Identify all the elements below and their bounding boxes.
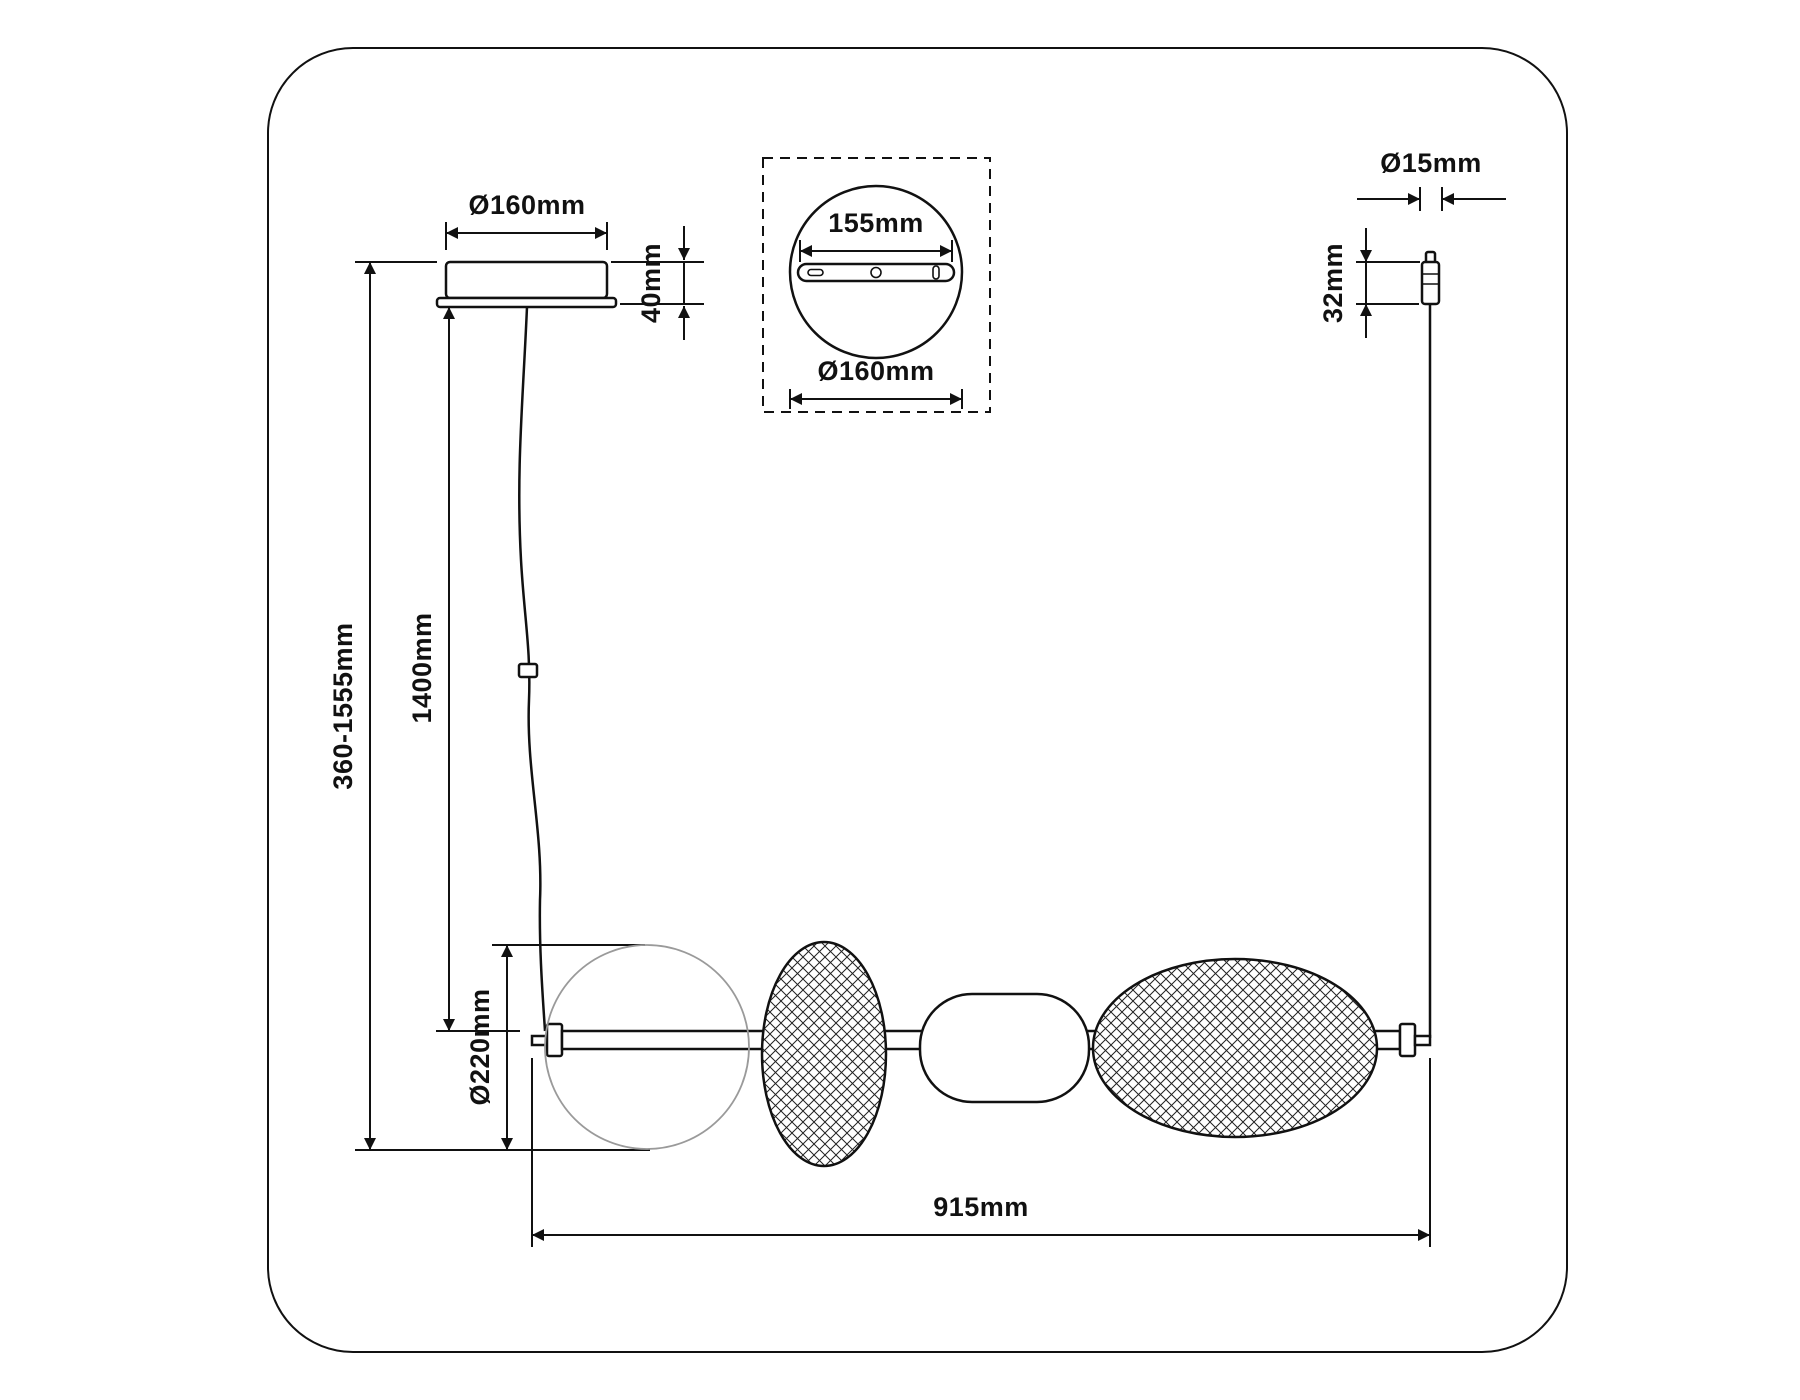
dim-label-bar-length: 915mm — [933, 1192, 1029, 1222]
bracket-center-hole — [870, 266, 882, 279]
glass-oval-outline — [760, 940, 888, 1168]
drawing-border — [267, 47, 1568, 1353]
detail-boundary — [762, 157, 991, 413]
glass-pebble — [918, 992, 1091, 1104]
dim-gripper-length: 32mm — [1318, 228, 1420, 338]
canopy-body — [444, 260, 609, 300]
dim-label-plate-inner-width: 155mm — [828, 208, 924, 238]
dim-canopy-diameter: Ø160mm — [445, 190, 608, 250]
canopy-side-view — [435, 260, 618, 309]
dim-label-rod-drop: 1400mm — [407, 612, 437, 723]
bar-stub-right — [1413, 1034, 1432, 1047]
dim-label-gripper-length: 32mm — [1318, 243, 1348, 323]
bar-end-cap-left — [545, 1022, 564, 1058]
dim-overall-height: 360-1555mm — [328, 261, 650, 1151]
glass-sphere — [544, 944, 750, 1150]
glass-ellipse-outline — [1091, 957, 1379, 1139]
dim-label-plate-diameter: Ø160mm — [817, 356, 934, 386]
dim-label-canopy-diameter: Ø160mm — [468, 190, 585, 220]
mounting-bracket — [796, 262, 956, 283]
cable-gripper-detail — [1420, 250, 1441, 306]
suspension-cable-left — [518, 306, 547, 1032]
dim-sphere-diameter: Ø220mm — [465, 944, 645, 1150]
cable-adjuster — [517, 662, 539, 679]
glass-ellipse-hatched — [1091, 957, 1379, 1139]
ceiling-plate-top-view: 155mm Ø160mm — [762, 157, 991, 413]
dim-stem-diameter: Ø15mm — [1357, 148, 1506, 211]
dim-bar-length: 915mm — [531, 1058, 1431, 1247]
bracket-slot-right — [932, 265, 940, 280]
dim-plate-inner-width: 155mm — [799, 208, 953, 262]
dim-label-stem-diameter: Ø15mm — [1380, 148, 1482, 178]
bracket-slot-left — [807, 268, 824, 277]
dim-rod-drop: 1400mm — [407, 307, 520, 1032]
glass-elements — [544, 940, 1379, 1168]
dim-canopy-height: 40mm — [611, 226, 704, 340]
dim-label-sphere-diameter: Ø220mm — [465, 988, 495, 1105]
bar-end-cap-right — [1398, 1022, 1417, 1058]
canopy-flange — [435, 296, 618, 309]
dim-label-canopy-height: 40mm — [636, 243, 666, 323]
glass-oval-hatched — [760, 940, 888, 1168]
gripper-body — [1420, 260, 1441, 306]
dim-plate-diameter: Ø160mm — [789, 356, 963, 409]
dim-label-overall-height: 360-1555mm — [328, 622, 358, 789]
